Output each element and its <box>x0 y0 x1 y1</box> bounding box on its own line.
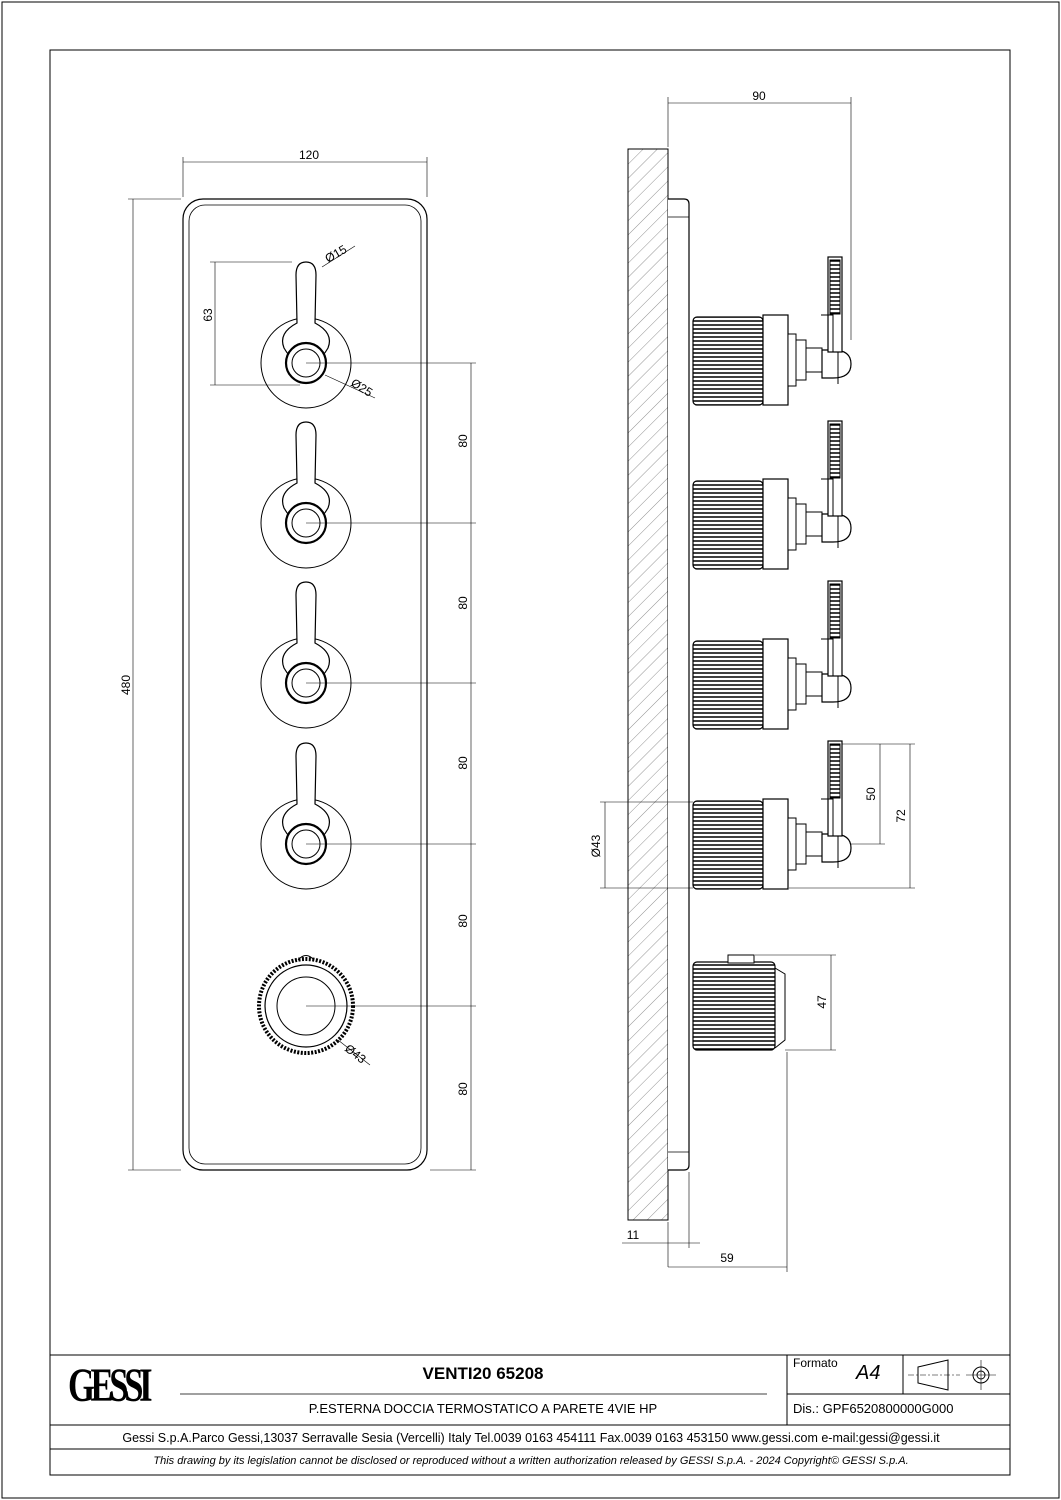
front-plate <box>182 198 428 1171</box>
lever-height-label: 50 <box>864 787 878 801</box>
side-diverter-3 <box>692 580 852 730</box>
plate-thickness-label: 11 <box>627 1228 640 1242</box>
title-block-frame <box>50 1354 1010 1450</box>
knob-diameter-label: Ø43 <box>342 1041 369 1066</box>
copyright-notice: This drawing by its legislation cannot b… <box>153 1455 909 1467</box>
company-info: Gessi S.p.A.Parco Gessi,13037 Serravalle… <box>122 1431 940 1445</box>
diverter-handle-3 <box>259 580 353 730</box>
format-label: Formato <box>793 1356 838 1370</box>
side-diverter-4 <box>692 740 852 890</box>
drawing-title: VENTI20 65208 <box>422 1364 544 1383</box>
body-depth-label: 59 <box>720 1251 734 1265</box>
projection-symbol <box>908 1359 996 1391</box>
thermostatic-knob <box>257 955 355 1055</box>
diverter-handle-4 <box>259 741 353 891</box>
side-diverter-2 <box>692 420 852 570</box>
side-diverter-1 <box>692 256 852 406</box>
side-plate <box>668 198 690 1171</box>
lever-tip-diameter-label: Ø15 <box>323 242 350 266</box>
plate-width-label: 120 <box>299 148 319 162</box>
lever-total-label: 72 <box>894 809 908 823</box>
lever-length-label: 63 <box>201 308 215 322</box>
plate-height-label: 480 <box>119 675 133 695</box>
format-value: A4 <box>856 1362 881 1384</box>
side-thermostatic-knob <box>692 954 786 1051</box>
overall-depth-label: 90 <box>752 89 766 103</box>
gessi-logo: GESSI <box>68 1359 153 1412</box>
knob-height-label: 47 <box>815 995 829 1009</box>
diverter-handle-1 <box>259 260 353 410</box>
front-plate-inner <box>188 204 422 1165</box>
spacing-label-3: 80 <box>456 756 470 770</box>
spacing-label-4: 80 <box>456 914 470 928</box>
spacing-label-2: 80 <box>456 596 470 610</box>
drawing-description: P.ESTERNA DOCCIA TERMOSTATICO A PARETE 4… <box>308 1401 658 1416</box>
side-view: 90 Ø43 50 72 47 11 59 <box>589 89 915 1272</box>
drawing-frame <box>49 49 1011 1476</box>
wall-section <box>627 148 669 1221</box>
drawing-number: Dis.: GPF6520800000G000 <box>793 1401 954 1416</box>
front-view: 120 480 63 Ø15 Ø25 Ø43 80 80 80 80 80 <box>119 148 476 1171</box>
side-knob-diameter-label: Ø43 <box>589 834 603 857</box>
spacing-label-5: 80 <box>456 1082 470 1096</box>
spacing-label-1: 80 <box>456 434 470 448</box>
diverter-handle-2 <box>259 420 353 570</box>
